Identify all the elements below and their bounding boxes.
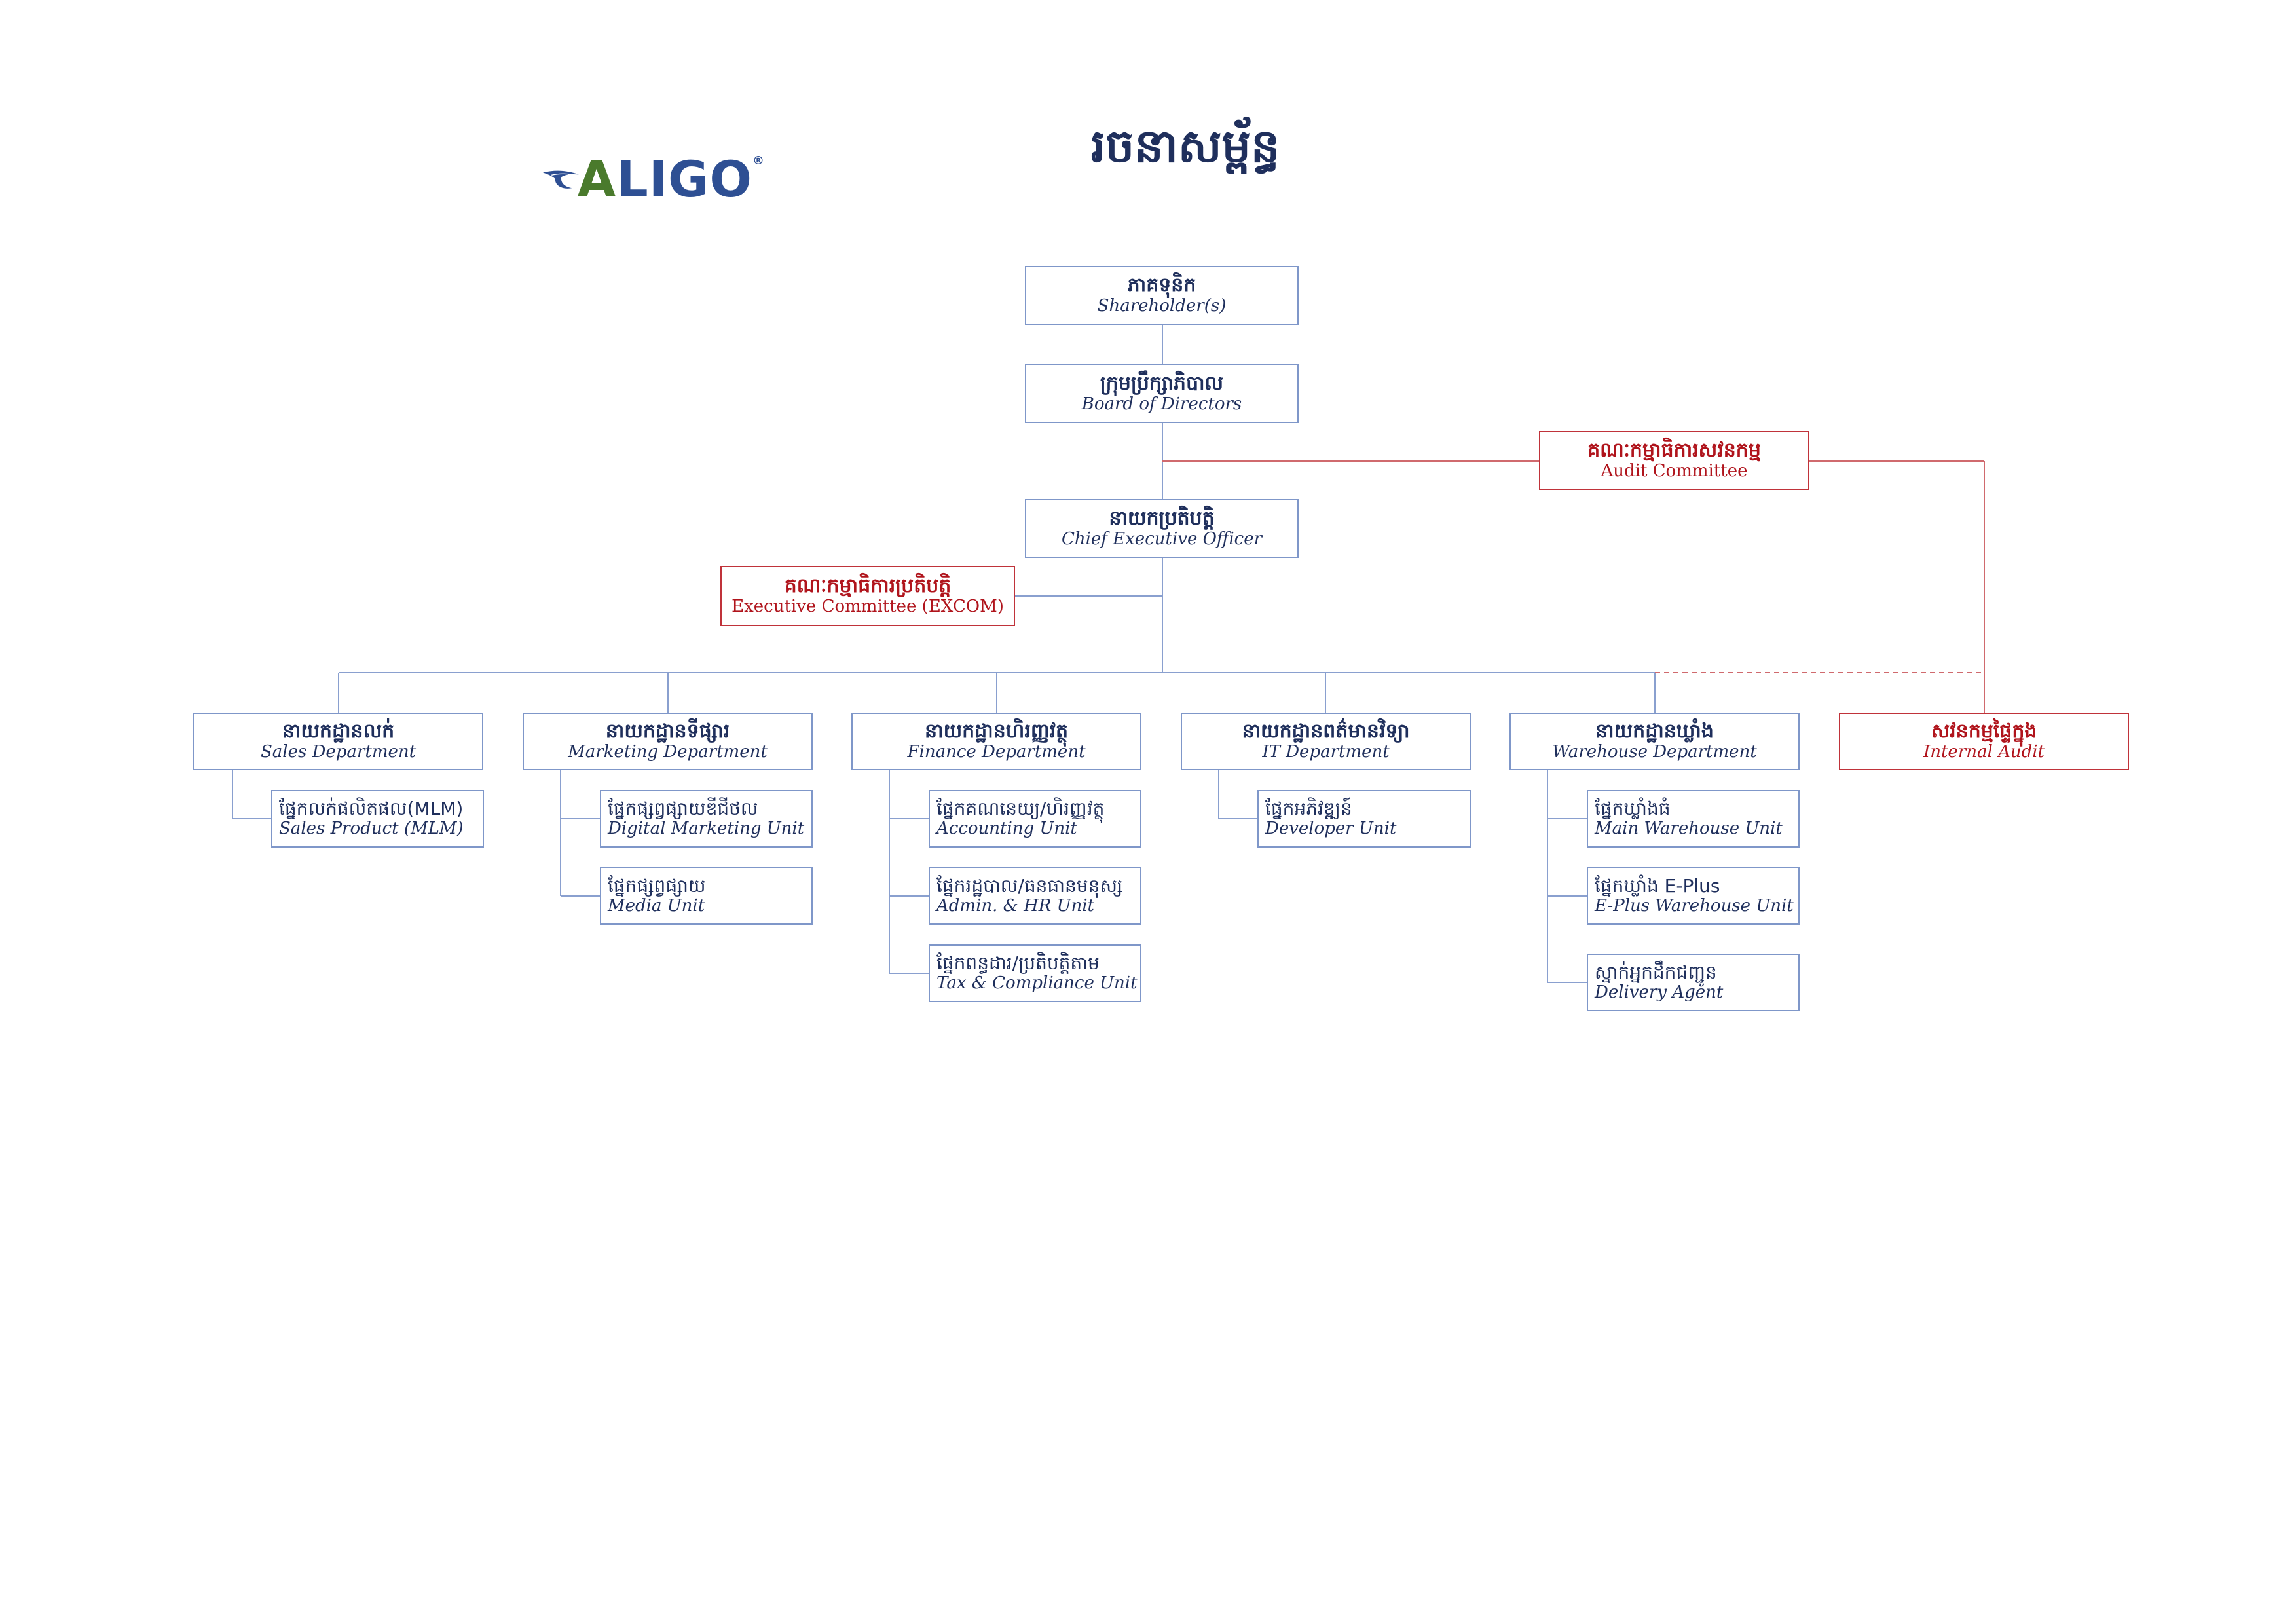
department-km: នាយកដ្ឋានពត៌មានវិទ្យា xyxy=(1242,719,1410,743)
internal-audit-km: សវនកម្មផ្ទៃក្នុង xyxy=(1931,719,2037,743)
department-en: Finance Department xyxy=(907,742,1086,762)
box-warehouse-department: នាយកដ្ឋានឃ្លាំង Warehouse Department xyxy=(1509,713,1800,770)
unit-km: ផ្នែកគណនេយ្យ/ហិរញ្ញវត្ថុ xyxy=(936,797,1105,819)
logo-wordmark: ALIGO® xyxy=(577,149,765,208)
ceo-km: នាយកប្រតិបត្តិ xyxy=(1109,506,1215,530)
department-en: Warehouse Department xyxy=(1552,742,1757,762)
department-en: Marketing Department xyxy=(568,742,768,762)
unit-en: Digital Marketing Unit xyxy=(608,819,805,839)
unit-km: ផ្នែកឃ្លាំង E-Plus xyxy=(1595,874,1720,897)
box-excom: គណៈកម្មាធិការប្រតិបត្តិ Executive Commit… xyxy=(720,566,1015,626)
board-km: ក្រុមប្រឹក្សាភិបាល xyxy=(1100,371,1224,395)
unit-en: Tax & Compliance Unit xyxy=(936,973,1138,994)
unit-en: E-Plus Warehouse Unit xyxy=(1595,896,1794,916)
box-finance-department: នាយកដ្ឋានហិរញ្ញវត្ថុ Finance Department xyxy=(851,713,1141,770)
box-unit-developer: ផ្នែកអភិវឌ្ឍន៍ Developer Unit xyxy=(1257,790,1471,848)
audit-committee-en: Audit Committee xyxy=(1601,461,1748,481)
box-unit-main-warehouse: ផ្នែកឃ្លាំងធំ Main Warehouse Unit xyxy=(1587,790,1800,848)
department-km: នាយកដ្ឋានទីផ្សារ xyxy=(605,719,730,743)
box-unit-eplus-warehouse: ផ្នែកឃ្លាំង E-Plus E-Plus Warehouse Unit xyxy=(1587,867,1800,925)
box-sales-department: នាយកដ្ឋានលក់ Sales Department xyxy=(193,713,483,770)
ceo-en: Chief Executive Officer xyxy=(1061,529,1263,550)
unit-en: Sales Product (MLM) xyxy=(279,819,464,839)
unit-en: Main Warehouse Unit xyxy=(1595,819,1783,839)
shareholders-en: Shareholder(s) xyxy=(1097,296,1227,316)
page-title: រចនាសម្ព័ន្ធ xyxy=(1090,119,1280,173)
box-unit-accounting: ផ្នែកគណនេយ្យ/ហិរញ្ញវត្ថុ Accounting Unit xyxy=(929,790,1141,848)
unit-en: Media Unit xyxy=(608,896,705,916)
shareholders-km: ភាគទុនិក xyxy=(1127,273,1196,297)
box-unit-digital-marketing: ផ្នែកផ្សព្វផ្សាយឌីជីថល Digital Marketing… xyxy=(600,790,813,848)
box-unit-media: ផ្នែកផ្សព្វផ្សាយ Media Unit xyxy=(600,867,813,925)
box-it-department: នាយកដ្ឋានពត៌មានវិទ្យា IT Department xyxy=(1181,713,1471,770)
internal-audit-en: Internal Audit xyxy=(1923,742,2045,762)
box-unit-sales-product: ផ្នែកលក់ផលិតផល(MLM) Sales Product (MLM) xyxy=(271,790,484,848)
wing-logo-icon xyxy=(542,170,579,189)
unit-km: ផ្នែកផ្សព្វផ្សាយ xyxy=(608,874,706,897)
unit-en: Delivery Agent xyxy=(1595,982,1724,1003)
box-audit-committee: គណៈកម្មាធិការសវនកម្ម Audit Committee xyxy=(1539,431,1809,490)
unit-km: ផ្នែកឃ្លាំងធំ xyxy=(1595,797,1671,819)
box-unit-admin-hr: ផ្នែករដ្ឋបាល/ធនធានមនុស្ស Admin. & HR Uni… xyxy=(929,867,1141,925)
excom-km: គណៈកម្មាធិការប្រតិបត្តិ xyxy=(784,574,952,597)
department-km: នាយកដ្ឋានហិរញ្ញវត្ថុ xyxy=(925,719,1068,743)
unit-km: ផ្នែកពន្ធដារ/ប្រតិបត្តិតាម xyxy=(936,952,1100,974)
box-ceo: នាយកប្រតិបត្តិ Chief Executive Officer xyxy=(1025,499,1299,558)
box-board: ក្រុមប្រឹក្សាភិបាល Board of Directors xyxy=(1025,364,1299,423)
department-en: IT Department xyxy=(1262,742,1390,762)
unit-km: ផ្នែកលក់ផលិតផល(MLM) xyxy=(279,797,464,819)
unit-km: ស្នាក់អ្នកដឹកជញ្ជូន xyxy=(1595,961,1717,983)
department-en: Sales Department xyxy=(260,742,417,762)
box-marketing-department: នាយកដ្ឋានទីផ្សារ Marketing Department xyxy=(523,713,813,770)
box-unit-tax-compliance: ផ្នែកពន្ធដារ/ប្រតិបត្តិតាម Tax & Complia… xyxy=(929,944,1141,1002)
unit-en: Accounting Unit xyxy=(936,819,1077,839)
unit-en: Developer Unit xyxy=(1265,819,1397,839)
box-unit-delivery-agent: ស្នាក់អ្នកដឹកជញ្ជូន Delivery Agent xyxy=(1587,954,1800,1011)
audit-committee-km: គណៈកម្មាធិការសវនកម្ម xyxy=(1587,438,1761,462)
unit-km: ផ្នែករដ្ឋបាល/ធនធានមនុស្ស xyxy=(936,874,1123,897)
department-km: នាយកដ្ឋានឃ្លាំង xyxy=(1595,719,1714,743)
unit-km: ផ្នែកផ្សព្វផ្សាយឌីជីថល xyxy=(608,797,758,819)
box-internal-audit: សវនកម្មផ្ទៃក្នុង Internal Audit xyxy=(1839,713,2129,770)
board-en: Board of Directors xyxy=(1081,394,1242,415)
unit-en: Admin. & HR Unit xyxy=(936,896,1095,916)
box-shareholders: ភាគទុនិក Shareholder(s) xyxy=(1025,266,1299,325)
excom-en: Executive Committee (EXCOM) xyxy=(731,597,1004,617)
unit-km: ផ្នែកអភិវឌ្ឍន៍ xyxy=(1265,797,1352,819)
department-km: នាយកដ្ឋានលក់ xyxy=(282,719,395,743)
company-logo: ALIGO® xyxy=(542,149,765,208)
